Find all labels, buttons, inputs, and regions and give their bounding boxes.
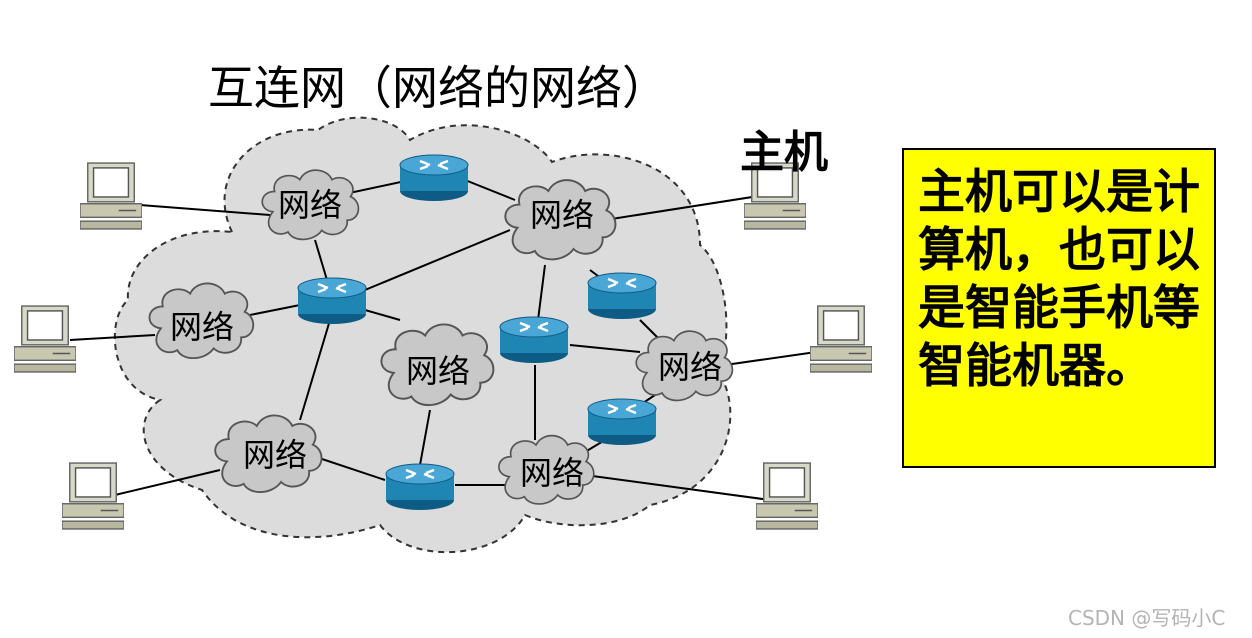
link	[69, 334, 156, 341]
network-6: 网络	[214, 414, 323, 494]
router-icon	[498, 315, 570, 365]
svg-text:网络: 网络	[170, 308, 234, 346]
link	[639, 319, 661, 341]
note-text: 主机可以是计算机，也可以是智能手机等智能机器。	[918, 165, 1200, 394]
host-computer-icon	[810, 305, 872, 373]
host-label: 主机	[740, 127, 828, 178]
link	[419, 409, 431, 466]
link	[569, 344, 641, 353]
diagram-title: 互连网（网络的网络）	[208, 61, 668, 115]
host-computer-icon	[62, 462, 124, 530]
network-7: 网络	[497, 434, 595, 505]
router-icon	[586, 397, 658, 447]
host-computer-icon	[80, 162, 142, 230]
link	[537, 264, 546, 321]
router-icon	[398, 153, 470, 203]
link	[364, 229, 511, 291]
link	[604, 194, 766, 221]
network-1: 网络	[261, 169, 360, 241]
link	[139, 204, 271, 216]
svg-text:网络: 网络	[406, 352, 470, 390]
network-5: 网络	[635, 330, 734, 402]
note-box: 主机可以是计算机，也可以是智能手机等智能机器。	[902, 148, 1216, 468]
network-nodes: 网络 网络 网络 网络 网络 网络 网络	[148, 169, 734, 505]
svg-text:网络: 网络	[278, 186, 342, 224]
link	[584, 474, 771, 501]
svg-text:网络: 网络	[243, 436, 307, 474]
watermark: CSDN @写码小C	[1068, 606, 1226, 630]
link	[309, 454, 386, 481]
link	[464, 179, 516, 201]
network-3: 网络	[148, 282, 255, 360]
network-2: 网络	[504, 179, 617, 261]
link	[249, 304, 301, 316]
router-icon	[384, 462, 456, 512]
link	[364, 309, 401, 321]
svg-text:网络: 网络	[520, 454, 584, 492]
svg-text:网络: 网络	[530, 196, 594, 234]
link	[114, 469, 221, 496]
network-4: 网络	[380, 323, 495, 407]
host-computer-icon	[14, 305, 76, 373]
router-icon	[296, 276, 368, 326]
svg-text:网络: 网络	[658, 348, 722, 386]
link	[299, 319, 331, 421]
host-computer-icon	[756, 462, 818, 530]
router-icon	[586, 271, 658, 321]
